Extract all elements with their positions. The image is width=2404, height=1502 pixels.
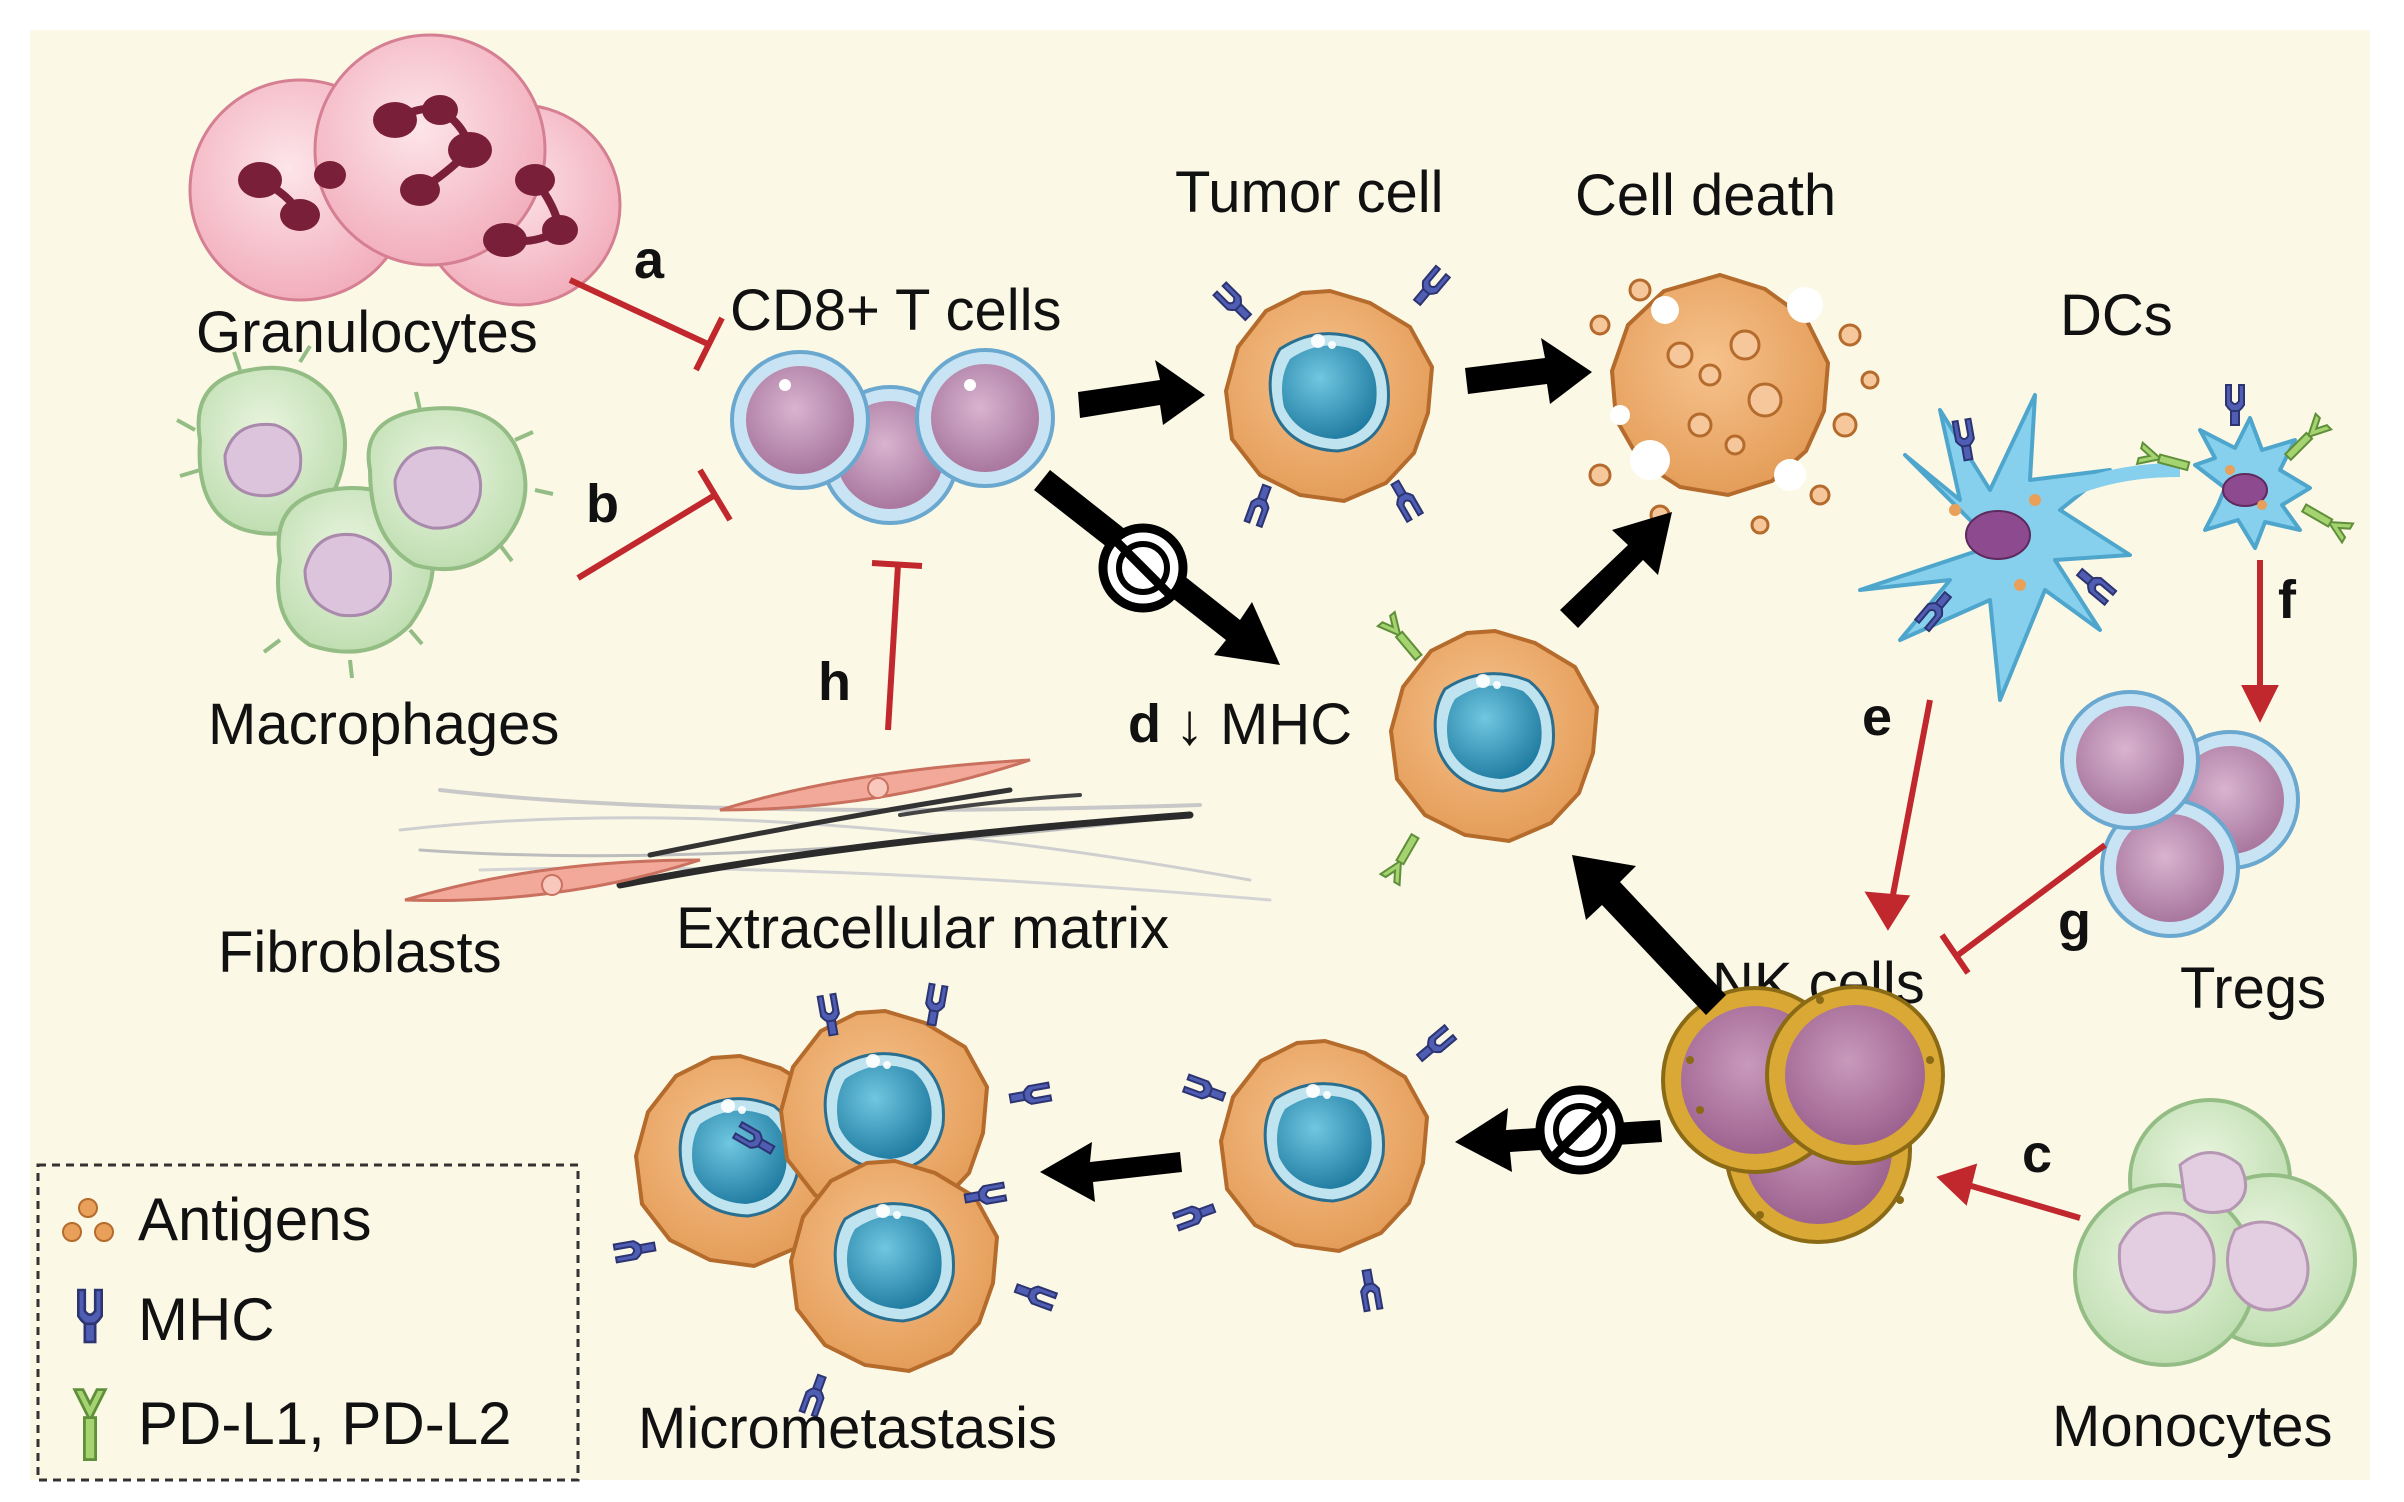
arrow-tumor-to-death [1465, 338, 1592, 404]
cd8-t-cells-label: CD8+ T cells [730, 278, 1062, 343]
blocked-symbol-mhc [1098, 523, 1188, 613]
dendritic-cells-illustration [1858, 384, 2355, 702]
inhibit-bar-a [693, 316, 725, 372]
arrow-tcell-to-tumor [1078, 360, 1205, 425]
inhibit-line-a [568, 277, 712, 348]
legend-box [36, 1163, 580, 1482]
letter-b: b [586, 474, 619, 534]
arrow-head-f [2241, 685, 2279, 723]
letter-e: e [1862, 687, 1892, 747]
antigens-icon [62, 1198, 114, 1242]
blocked-symbol-nk [1535, 1085, 1625, 1175]
cd8-t-cells-illustration [730, 348, 1055, 525]
down-arrow-symbol: ↓ [1175, 692, 1204, 757]
inhibit-bar-h [871, 560, 923, 569]
fibroblast-cells [404, 758, 1031, 902]
dcs-label: DCs [2060, 283, 2173, 348]
arrow-escape-to-metastasis [1040, 1142, 1182, 1202]
letter-c: c [2022, 1124, 2052, 1184]
extracellular-matrix-fibers [398, 787, 1272, 902]
letter-h: h [818, 652, 851, 712]
letter-a: a [634, 230, 665, 290]
dying-tumor-cell [1588, 272, 1880, 535]
micrometastasis-label: Micrometastasis [638, 1396, 1057, 1461]
macrophages-label: Macrophages [208, 692, 559, 757]
legend-mhc-label: MHC [138, 1286, 275, 1353]
letter-g: g [2058, 892, 2091, 952]
legend-antigens-label: Antigens [138, 1186, 372, 1253]
arrow-pdl-to-death [1560, 512, 1672, 628]
red-regulation-lines [568, 277, 2279, 1221]
arrow-nk-to-pdl-tumor [1572, 855, 1726, 1015]
letter-f: f [2278, 570, 2297, 630]
letter-d: d [1128, 694, 1161, 754]
arrow-line-e [1889, 699, 1933, 901]
monocytes-label: Monocytes [2052, 1394, 2332, 1459]
fibroblasts-label: Fibroblasts [218, 920, 502, 985]
cell-death-label: Cell death [1575, 163, 1836, 228]
monocytes-illustration [2073, 1098, 2357, 1367]
inhibit-line-h [885, 564, 901, 731]
arrow-head-c [1936, 1163, 1978, 1206]
tregs-label: Tregs [2180, 956, 2326, 1021]
inhibit-bar-g [1939, 933, 1971, 975]
tumor-cell-label: Tumor cell [1175, 160, 1444, 225]
nk-cells-illustration [1661, 985, 1945, 1244]
macrophages-illustration [176, 344, 554, 679]
inhibit-bar-b [697, 468, 733, 522]
granulocytes-label: Granulocytes [196, 300, 538, 365]
inhibit-line-g [1956, 842, 2107, 958]
arrow-line-c [1967, 1182, 2081, 1221]
mhc-down-label: MHC [1220, 692, 1352, 757]
granulocytes-illustration [188, 33, 622, 307]
legend: Antigens MHC PD-L1, PD-L2 [36, 1163, 580, 1482]
legend-pdl-label: PD-L1, PD-L2 [138, 1390, 511, 1457]
inhibit-line-b [576, 492, 717, 581]
arrow-head-e [1864, 891, 1911, 931]
extracellular-matrix-label: Extracellular matrix [676, 896, 1169, 961]
